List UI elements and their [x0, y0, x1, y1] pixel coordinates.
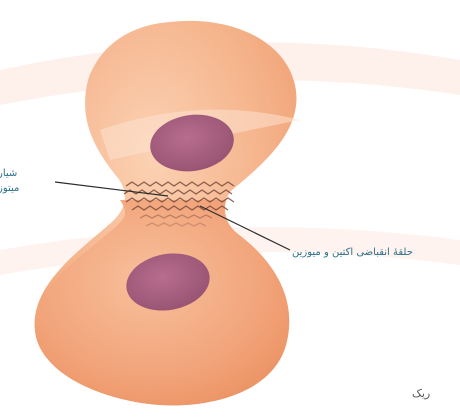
cleavage-furrow-label-line1: شیار	[0, 168, 17, 179]
corner-caption: ریک	[412, 387, 430, 400]
contractile-ring-label: حلقهٔ انقباضی اکتین و میوزین	[292, 247, 413, 258]
cleavage-furrow-label-line2: میتوز	[0, 183, 19, 194]
